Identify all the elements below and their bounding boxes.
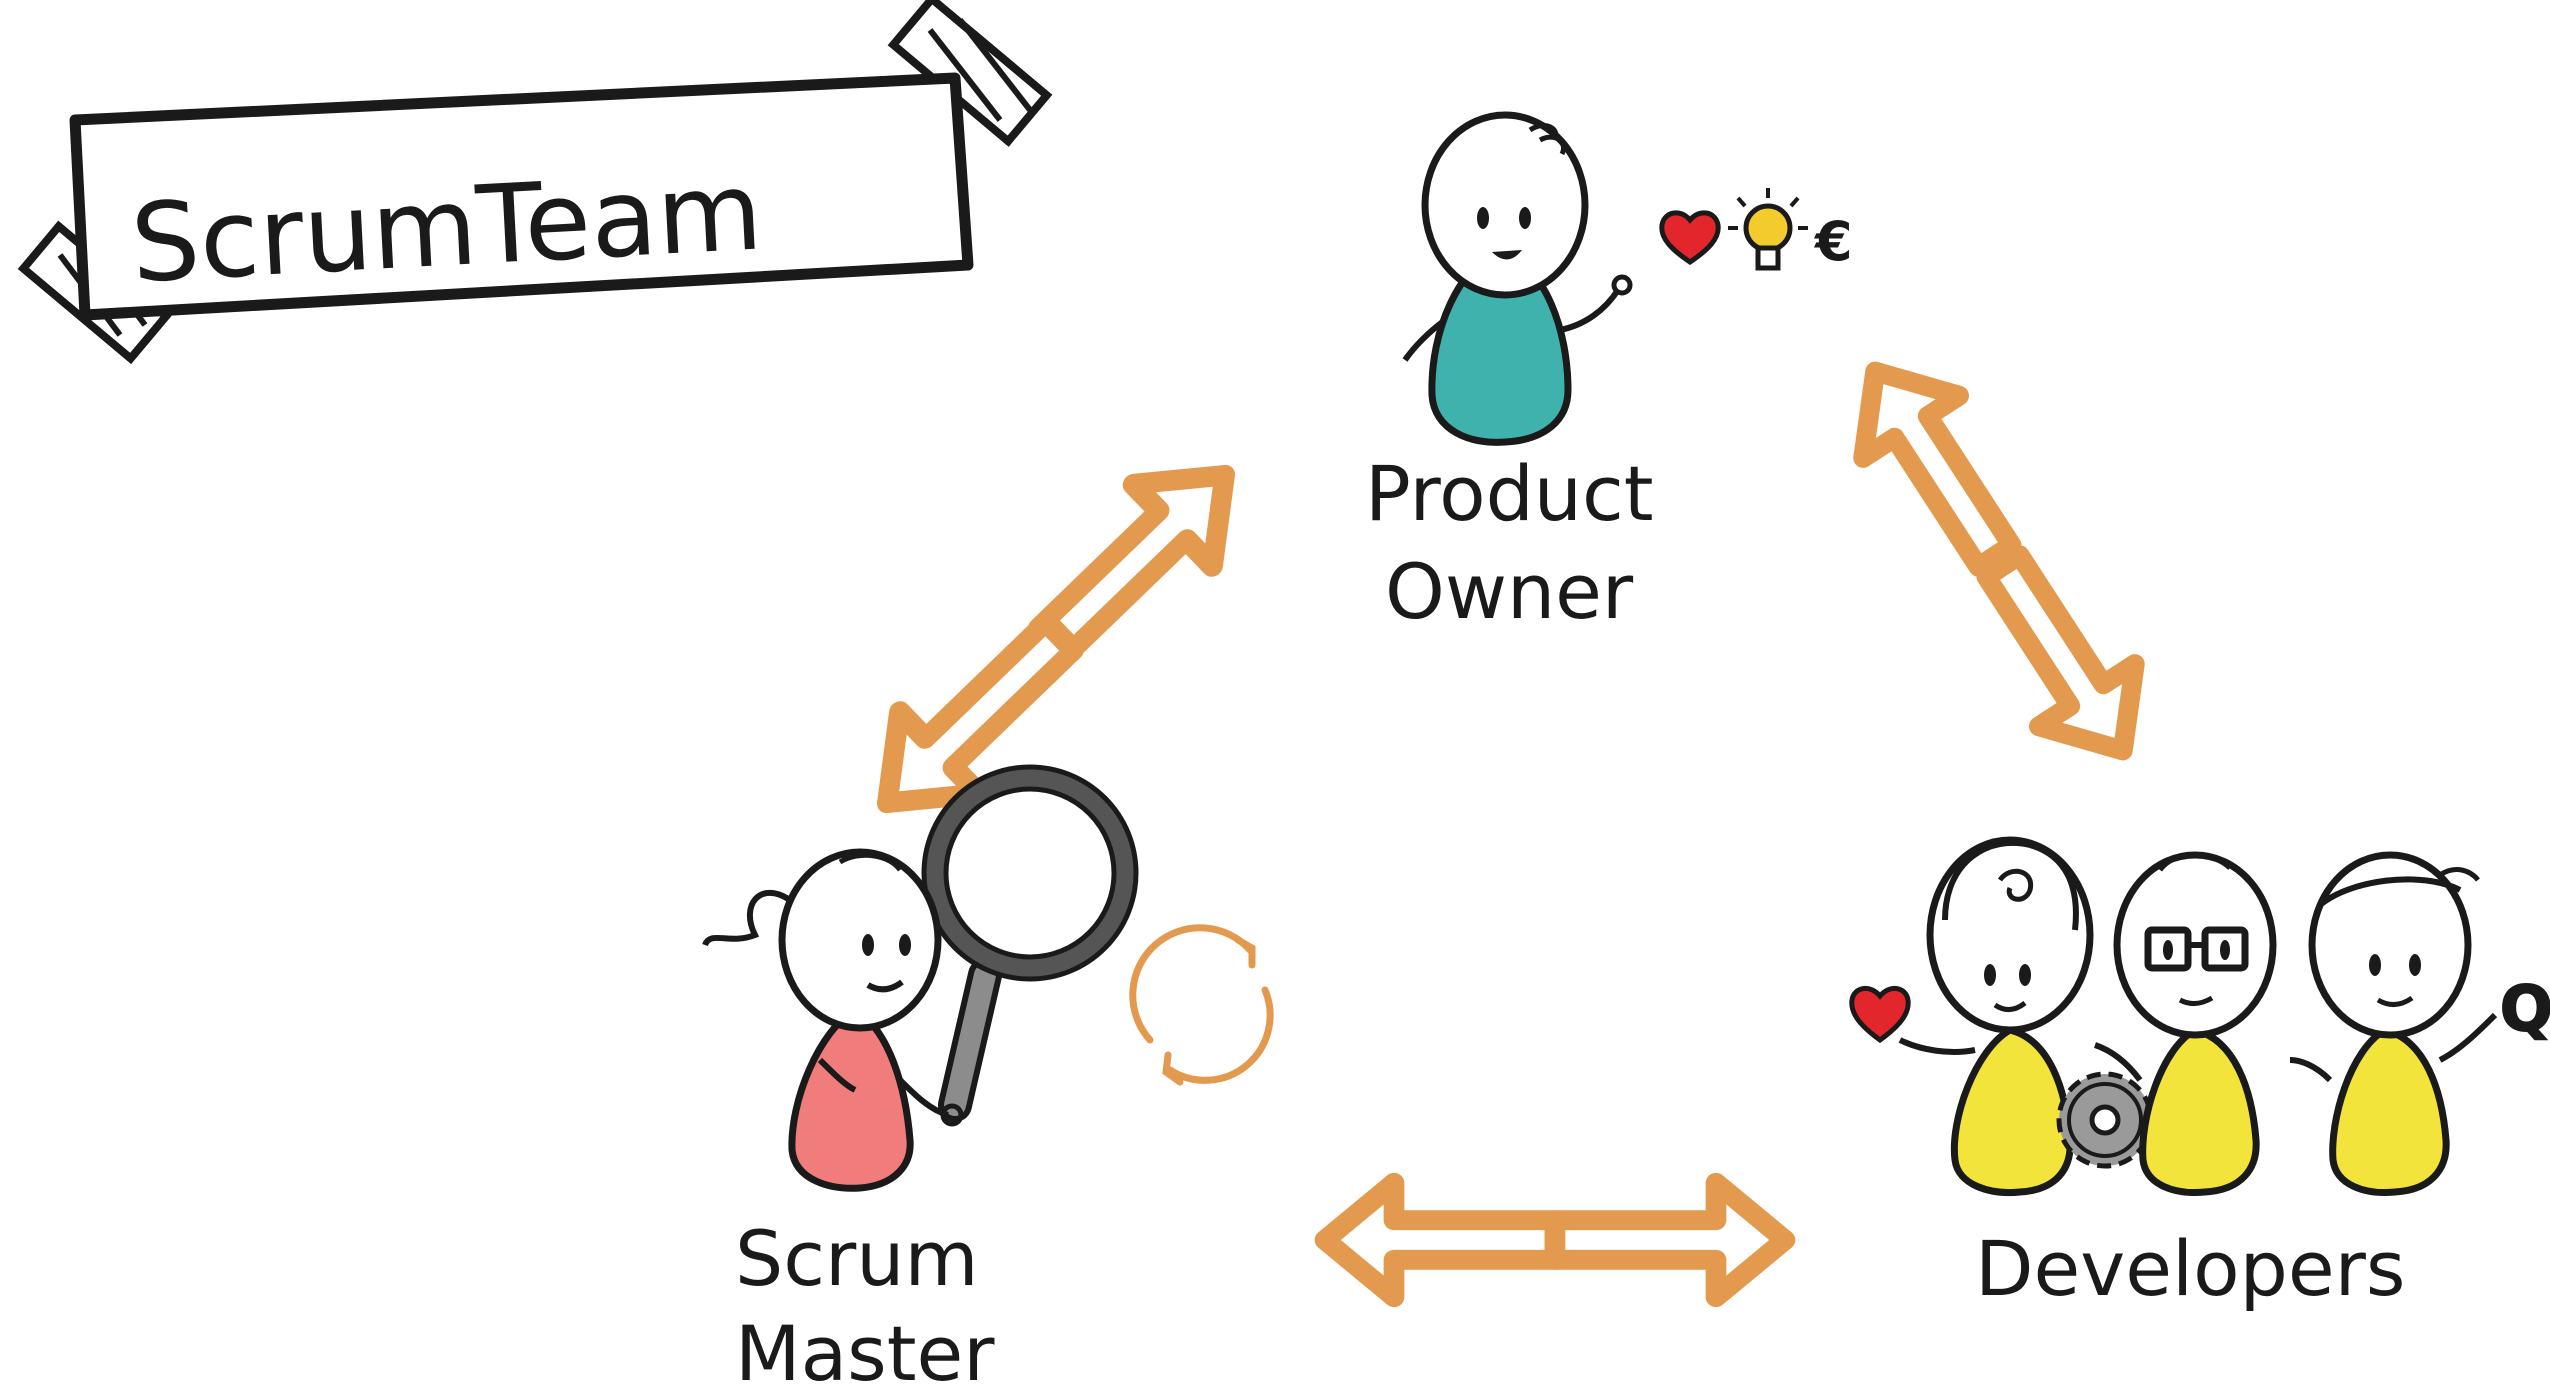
- scrum-master-head: [778, 848, 942, 1032]
- title-banner: ScrumTeam: [17, 0, 1053, 365]
- euro-icon: €: [1813, 210, 1853, 273]
- product-owner-label-line1: Product: [1365, 449, 1654, 538]
- arrow-po-dev: [1827, 340, 2171, 781]
- title-box: [69, 72, 974, 321]
- scrum-master-body: [788, 1005, 914, 1192]
- scrum-master-label-line1: Scrum: [735, 1214, 978, 1303]
- developers: Q Developers: [1849, 836, 2550, 1313]
- product-owner: Product Owner €: [1365, 111, 1853, 636]
- developers-label: Developers: [1975, 1224, 2405, 1313]
- product-owner-head: [1421, 111, 1589, 299]
- scrum-master-label-line2: Master: [735, 1309, 995, 1393]
- lightbulb-icon: [1728, 188, 1808, 271]
- heart-icon: [1849, 986, 1911, 1044]
- developer-3: [2289, 851, 2498, 1197]
- cycle-arrows-icon: [1129, 924, 1274, 1086]
- svg-text:Q: Q: [2500, 972, 2550, 1045]
- developer-1: [1926, 836, 2094, 1197]
- product-owner-label-line2: Owner: [1385, 547, 1634, 636]
- magnifying-glass-icon: [921, 764, 1139, 1122]
- quality-key-icon: Q: [2499, 971, 2550, 1046]
- developer-2: [2093, 851, 2277, 1197]
- arrow-sm-dev: [1325, 1183, 1785, 1297]
- heart-icon: [1659, 210, 1721, 266]
- scrum-master: Scrum Master: [702, 764, 1274, 1393]
- gear-icon: [2056, 1071, 2154, 1169]
